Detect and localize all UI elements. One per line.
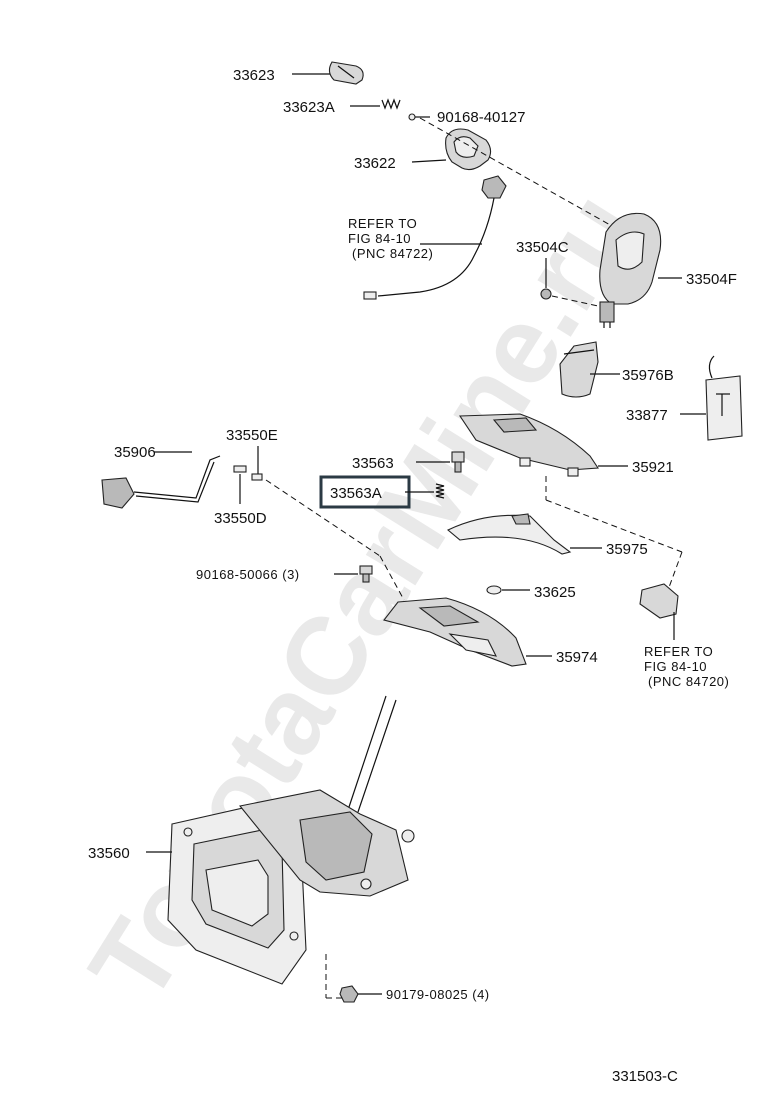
label-35906[interactable]: 35906 [114,444,156,461]
part-33622-knob-cover [445,128,492,171]
part-35974-indicator-housing [383,597,527,667]
figure-code: 331503-C [612,1068,678,1085]
label-33560[interactable]: 33560 [88,845,130,862]
label-33504f[interactable]: 33504F [686,271,737,288]
part-90179-08025-nut [339,985,359,1003]
label-33622[interactable]: 33622 [354,155,396,172]
label-33563a[interactable]: 33563A [330,485,382,502]
part-switch-wire [363,175,507,300]
part-33550d-clip [233,465,247,473]
part-33877-tag [705,355,743,441]
part-33623a-spring [381,98,401,110]
label-35974[interactable]: 35974 [556,649,598,666]
label-35921[interactable]: 35921 [632,459,674,476]
label-90168-40127[interactable]: 90168-40127 [437,109,525,126]
part-35976b-boot [559,341,599,398]
label-33550e[interactable]: 33550E [226,427,278,444]
label-35975[interactable]: 35975 [606,541,648,558]
refer2-line2[interactable]: FIG 84-10 [644,659,707,674]
label-33504c[interactable]: 33504C [516,239,569,256]
part-33625-cap [486,585,502,595]
part-33504f-shift-knob [599,212,662,328]
label-90168-50066[interactable]: 90168-50066 (3) [196,567,300,582]
part-33623-button [328,61,364,85]
part-33504c-screw [540,258,552,300]
refer2-line1[interactable]: REFER TO [644,644,713,659]
label-33625[interactable]: 33625 [534,584,576,601]
label-33623[interactable]: 33623 [233,67,275,84]
part-33560-shift-lever-base [167,695,415,985]
part-switch-connector [639,583,679,619]
label-35976b[interactable]: 35976B [622,367,674,384]
refer1-line2[interactable]: FIG 84-10 [348,231,411,246]
label-33563[interactable]: 33563 [352,455,394,472]
part-90168-40127-pin [408,113,430,121]
refer2-line3[interactable]: (PNC 84720) [648,674,729,689]
label-33877[interactable]: 33877 [626,407,668,424]
label-33550d[interactable]: 33550D [214,510,267,527]
label-90179-08025[interactable]: 90179-08025 (4) [386,987,490,1002]
part-33563a-spring [435,483,445,499]
refer1-line1[interactable]: REFER TO [348,216,417,231]
part-35906-cable [101,455,221,509]
part-90168-50066-screw [359,565,373,583]
part-35921-plate [458,413,599,477]
refer1-line3[interactable]: (PNC 84722) [352,246,433,261]
label-33623a[interactable]: 33623A [283,99,335,116]
part-33563-bolt [451,451,465,473]
part-33550e-clip [251,473,263,481]
part-35975-trim [446,513,572,555]
